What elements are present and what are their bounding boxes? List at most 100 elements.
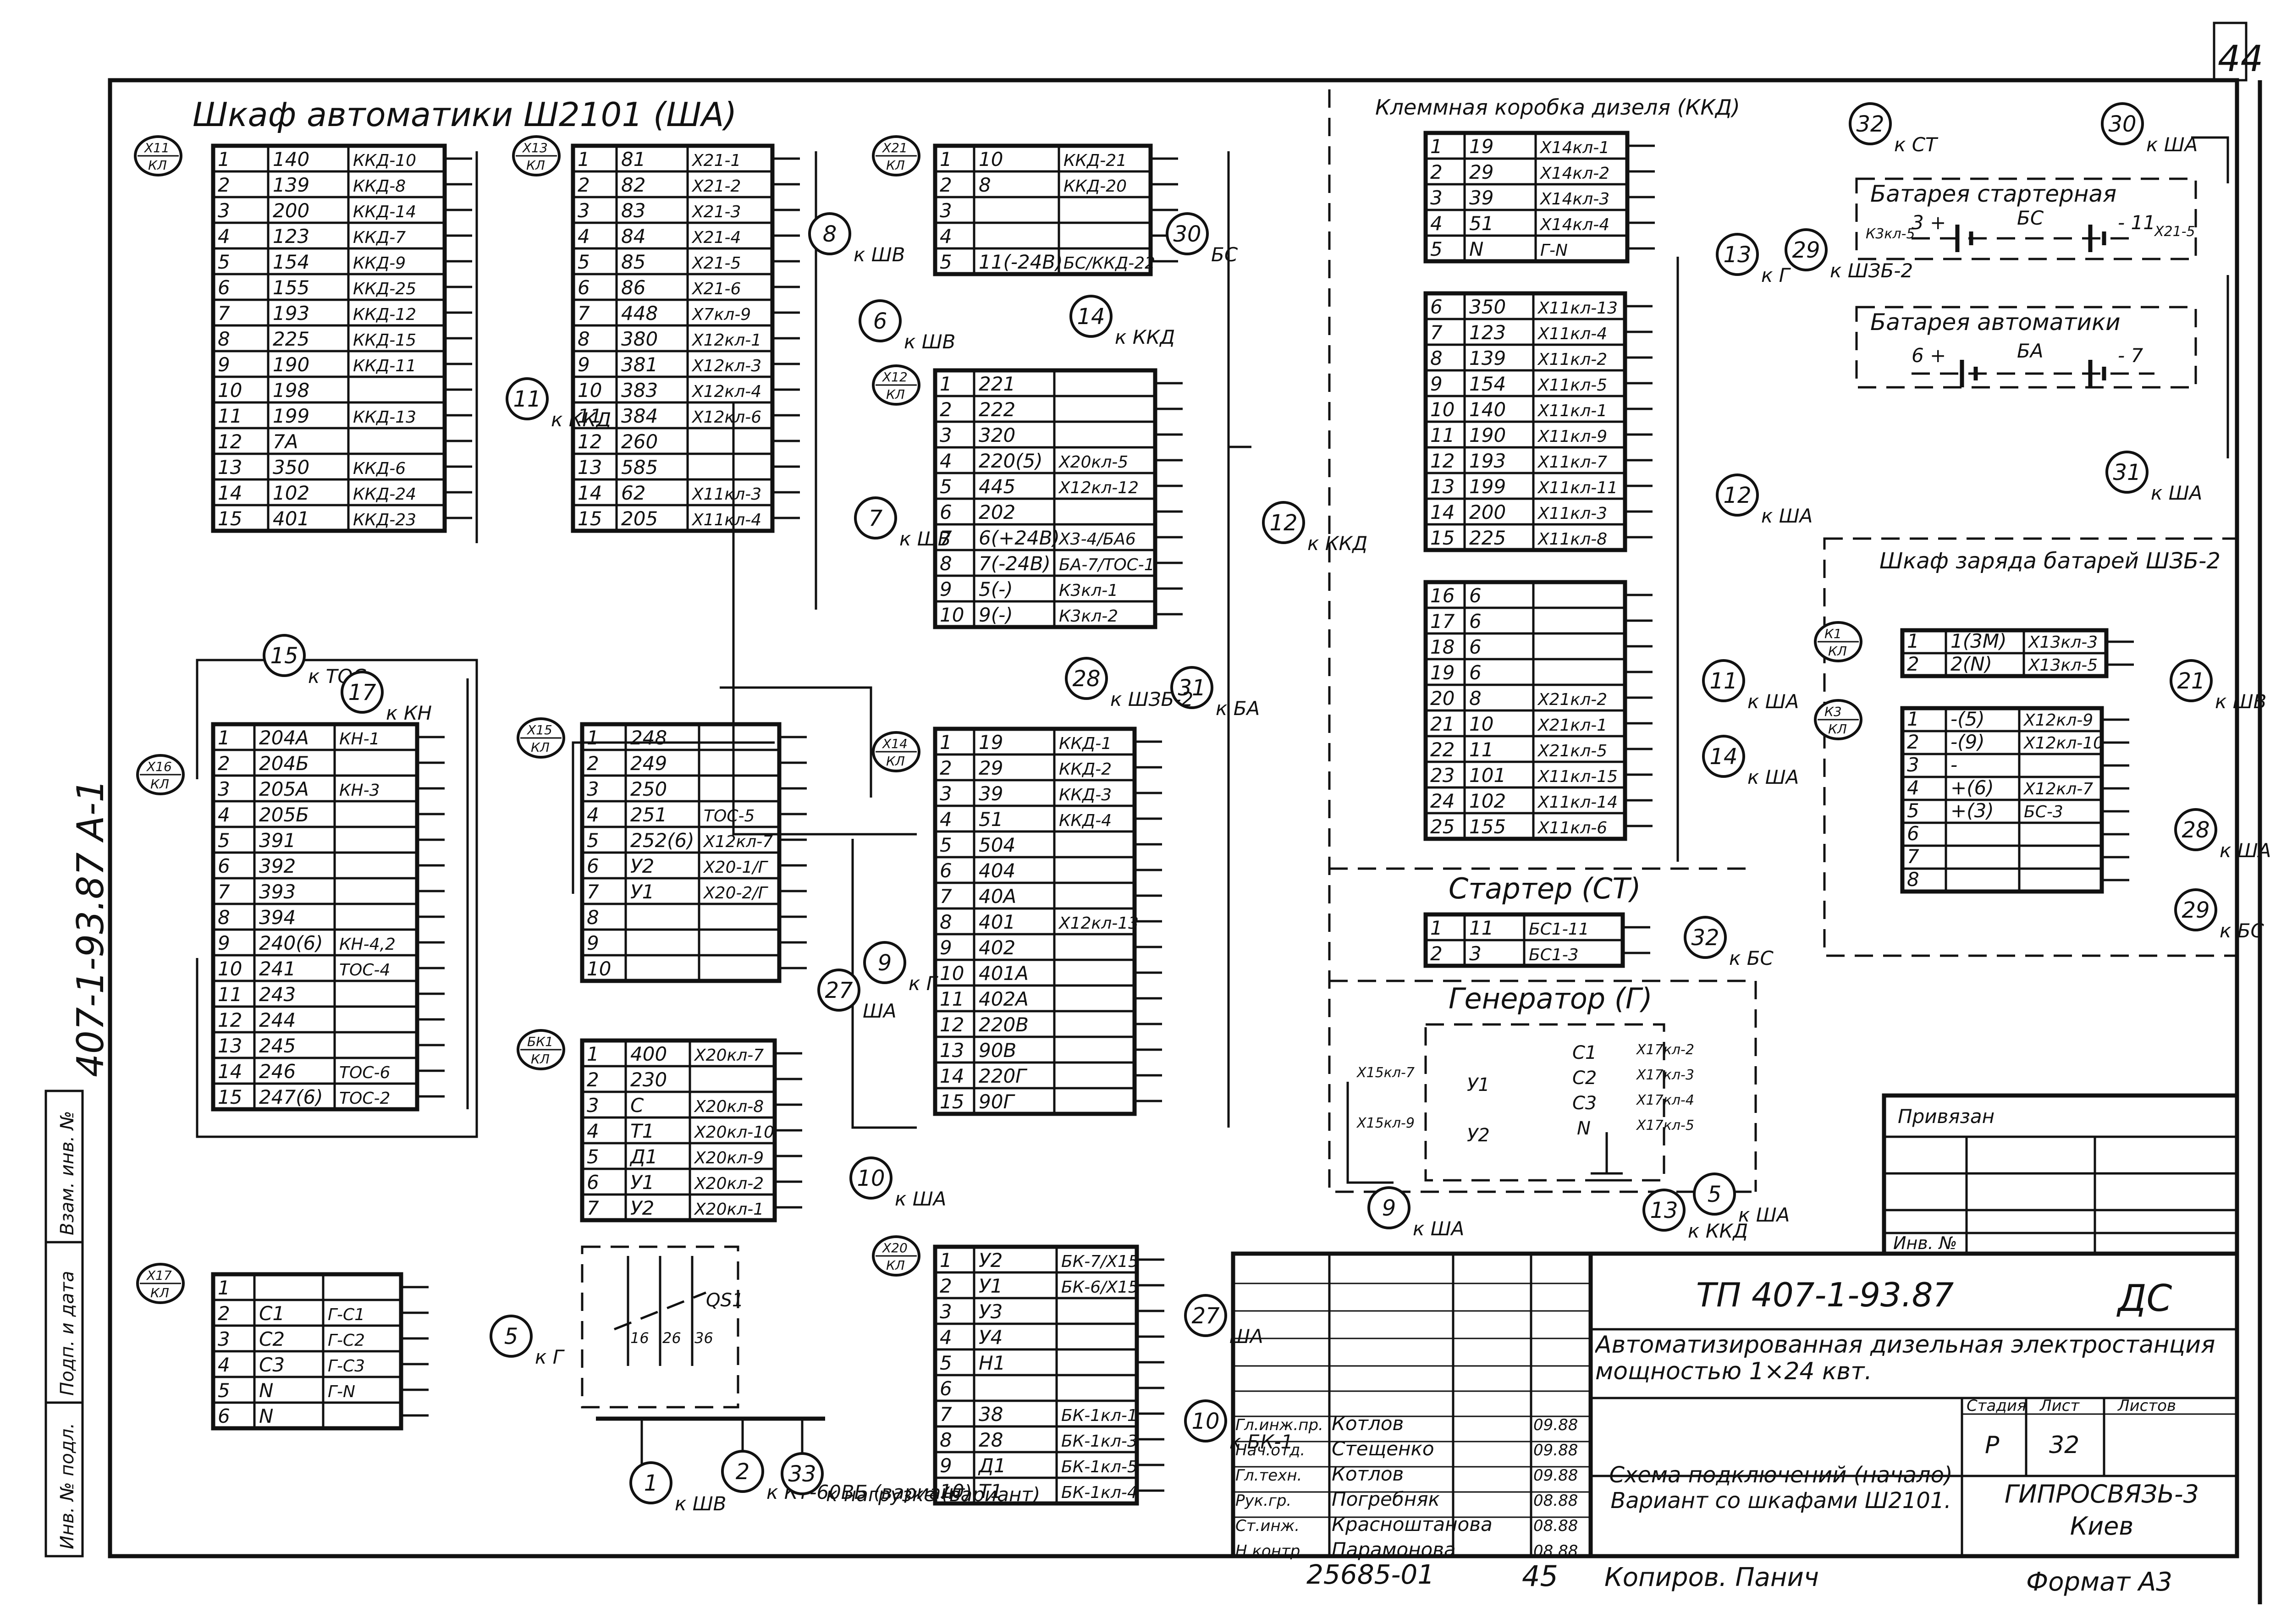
terminal-cell: 10 [1430, 398, 1455, 421]
strip-replace: Взам. инв. № [57, 1111, 78, 1235]
battery-auto: 6 + БА - 7 [1855, 306, 2197, 389]
terminal-cell: 81 [621, 148, 645, 171]
kkd-region [1328, 89, 1757, 1193]
terminal-cell: БС-3 [2024, 803, 2063, 821]
terminal-cell: Х20кл-5 [1058, 453, 1128, 472]
terminal-cell: 4 [1907, 776, 1919, 799]
stamp-sheet-title: Схема подключений (начало) Вариант со шк… [1609, 1462, 1953, 1514]
terminal-cell: 9 [218, 932, 230, 954]
terminal-cell: 139 [1469, 347, 1506, 369]
terminal-cell: 5 [578, 251, 590, 273]
terminal-cell: 4 [940, 808, 952, 831]
cable-marker: 11к ККД [506, 377, 611, 431]
svg-text:Листов: Листов [2117, 1397, 2176, 1415]
terminal-cell: Т1 [979, 1480, 1003, 1503]
terminal-cell: 3 [587, 778, 599, 800]
stamp-person-cell: 09.88 [1533, 1416, 1578, 1434]
terminal-cell: КН-1 [339, 730, 380, 749]
terminal-cell: 204Б [259, 752, 309, 775]
terminal-cell: 11 [940, 988, 964, 1010]
block-tag: Х16 [146, 759, 172, 774]
terminal-cell: 17 [1430, 610, 1455, 633]
terminal-cell: 8 [940, 911, 952, 933]
svg-text:КЛ: КЛ [886, 754, 905, 769]
terminal-cell: 392 [259, 855, 296, 877]
cable-marker: 1к ШВ [629, 1461, 726, 1515]
terminal-cell: КН-3 [339, 781, 380, 800]
svg-text:Х15кл-7: Х15кл-7 [1356, 1065, 1415, 1081]
svg-text:- 7: - 7 [2118, 344, 2143, 367]
terminal-cell: 249 [630, 752, 667, 775]
terminal-cell: 8 [218, 328, 230, 350]
footer-copied: Копиров. Панич [1604, 1563, 1819, 1592]
svg-text:N: N [1577, 1118, 1591, 1139]
terminal-cell: Х21кл-2 [1537, 690, 1607, 709]
terminal-cell: БК-1кл-5 [1061, 1458, 1138, 1476]
cable-number: 28 [1072, 666, 1100, 692]
terminal-cell: 190 [1469, 424, 1506, 446]
terminal-cell: 19 [1430, 661, 1455, 684]
svg-text:6 +: 6 + [1912, 344, 1946, 367]
terminal-cell: У3 [979, 1300, 1003, 1323]
cable-marker: 28 к ШЗБ-2 [1065, 657, 1193, 710]
terminal-cell: ТОС-5 [704, 807, 755, 826]
terminal-cell: ККД-3 [1059, 786, 1112, 804]
terminal-cell: 2 [218, 1302, 230, 1325]
stamp-person-cell: 08.88 [1533, 1517, 1578, 1535]
cable-marker: 31к ША [2105, 451, 2202, 504]
terminal-cell: 123 [1469, 321, 1506, 344]
terminal-cell: 39 [979, 782, 1003, 805]
cable-number: 27 [1191, 1303, 1220, 1329]
terminal-cell: Х12кл-13 [1058, 914, 1139, 933]
terminal-cell: 13 [578, 456, 602, 479]
terminal-cell: 230 [630, 1068, 667, 1091]
terminal-cell: 3 [940, 782, 952, 805]
cable-number: 28 [2182, 817, 2209, 843]
terminal-cell: 221 [979, 373, 1015, 395]
terminal-cell: ККД-12 [353, 305, 416, 324]
terminal-cell: 246 [259, 1060, 296, 1083]
stamp-person-cell: Котлов [1332, 1463, 1404, 1485]
terminal-cell: 2 [940, 757, 952, 779]
cable-number: 27 [825, 978, 853, 1003]
terminal-cell: ТОС-6 [339, 1063, 390, 1082]
svg-text:Стадия: Стадия [1967, 1397, 2026, 1415]
terminal-cell: БС/ККД-22 [1063, 254, 1155, 273]
terminal-cell: 9 [218, 353, 230, 376]
svg-text:КЛ: КЛ [886, 387, 905, 402]
terminal-cell: 3 [1430, 187, 1443, 209]
sheet-number: 44 [2218, 39, 2263, 80]
terminal-cell: Х21-5 [691, 254, 741, 273]
svg-text:С3: С3 [1572, 1093, 1597, 1114]
cable-label: к ШВ [854, 243, 905, 266]
terminal-cell: 13 [218, 456, 242, 479]
terminal-cell: 2 [578, 174, 590, 196]
terminal-cell: 84 [621, 225, 645, 248]
terminal-cell: 1 [578, 148, 590, 171]
terminal-cell: Г-С2 [328, 1331, 365, 1350]
terminal-cell: Х12кл-4 [691, 382, 761, 401]
terminal-cell: N [259, 1405, 273, 1427]
terminal-cell: 15 [218, 1086, 242, 1108]
cable-number: 2 [736, 1459, 750, 1485]
terminal-cell: 5 [1430, 238, 1443, 260]
terminal-cell: К3кл-1 [1059, 581, 1118, 600]
svg-text:16: 16 [630, 1329, 649, 1347]
terminal-cell: Х21кл-5 [1537, 742, 1607, 760]
terminal-cell: Х11кл-14 [1537, 793, 1618, 812]
svg-text:3 +: 3 + [1912, 211, 1946, 234]
terminal-cell: 9 [587, 932, 599, 954]
left-strip: Инв. № подл. Подп. и дата Взам. инв. № 4… [44, 779, 112, 1558]
inv-no: Инв. № [1893, 1233, 1957, 1253]
terminal-cell: 8 [940, 552, 952, 575]
terminal-cell: 401 [979, 911, 1015, 933]
terminal-cell: +(3) [1950, 799, 1994, 822]
terminal-cell: 40А [979, 885, 1016, 908]
terminal-cell: 445 [979, 475, 1015, 498]
cable-label: к ШЗБ-2 [1110, 688, 1193, 710]
cable-marker: 32к СТ [1849, 102, 1939, 156]
terminal-cell: 1 [218, 727, 230, 749]
